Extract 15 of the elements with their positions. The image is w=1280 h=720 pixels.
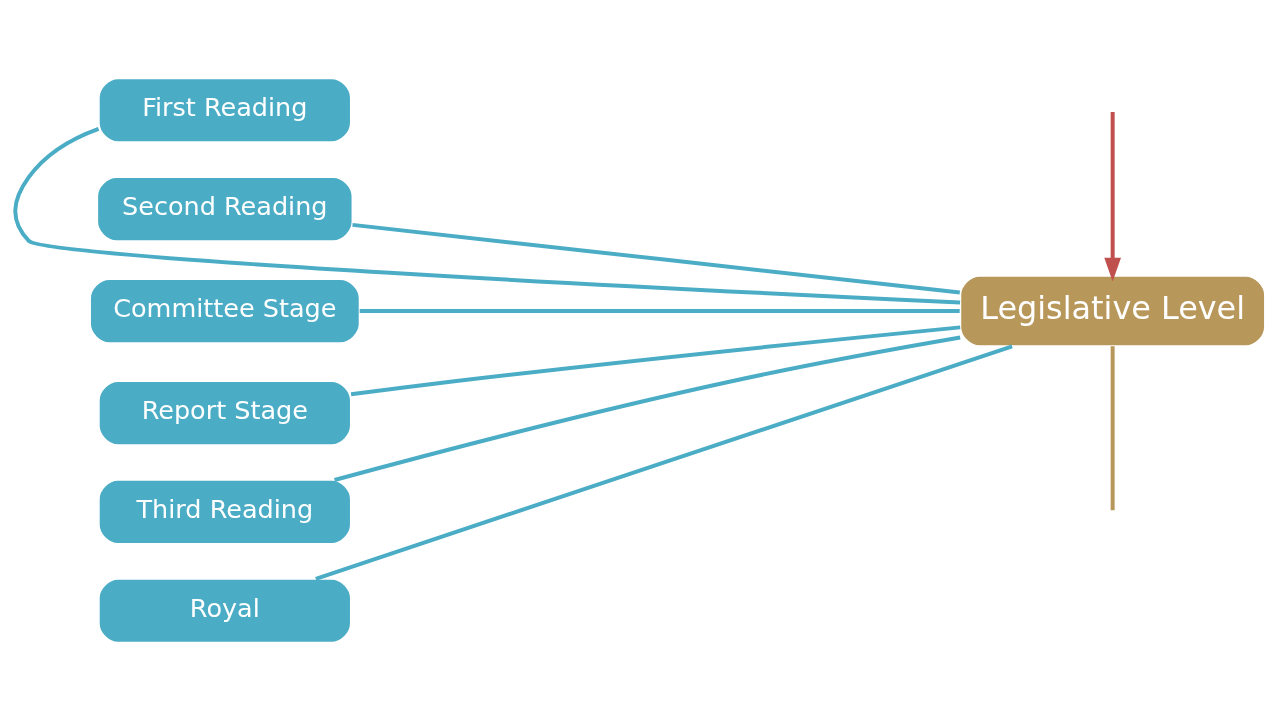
connector	[350, 324, 961, 396]
node-box: First Reading	[98, 77, 352, 143]
node-box: Second Reading	[96, 175, 354, 242]
node-box: Third Reading	[98, 478, 352, 545]
connector	[1110, 345, 1115, 510]
connector	[315, 343, 1013, 581]
node-box: Report Stage	[98, 379, 352, 446]
connector	[359, 308, 960, 313]
connector	[13, 126, 961, 304]
node-box: Royal	[98, 577, 352, 643]
arrow	[1104, 111, 1122, 282]
connector	[334, 335, 961, 482]
connector	[352, 222, 960, 294]
node-box: Legislative Level	[959, 274, 1266, 347]
node-box: Committee Stage	[89, 277, 361, 344]
